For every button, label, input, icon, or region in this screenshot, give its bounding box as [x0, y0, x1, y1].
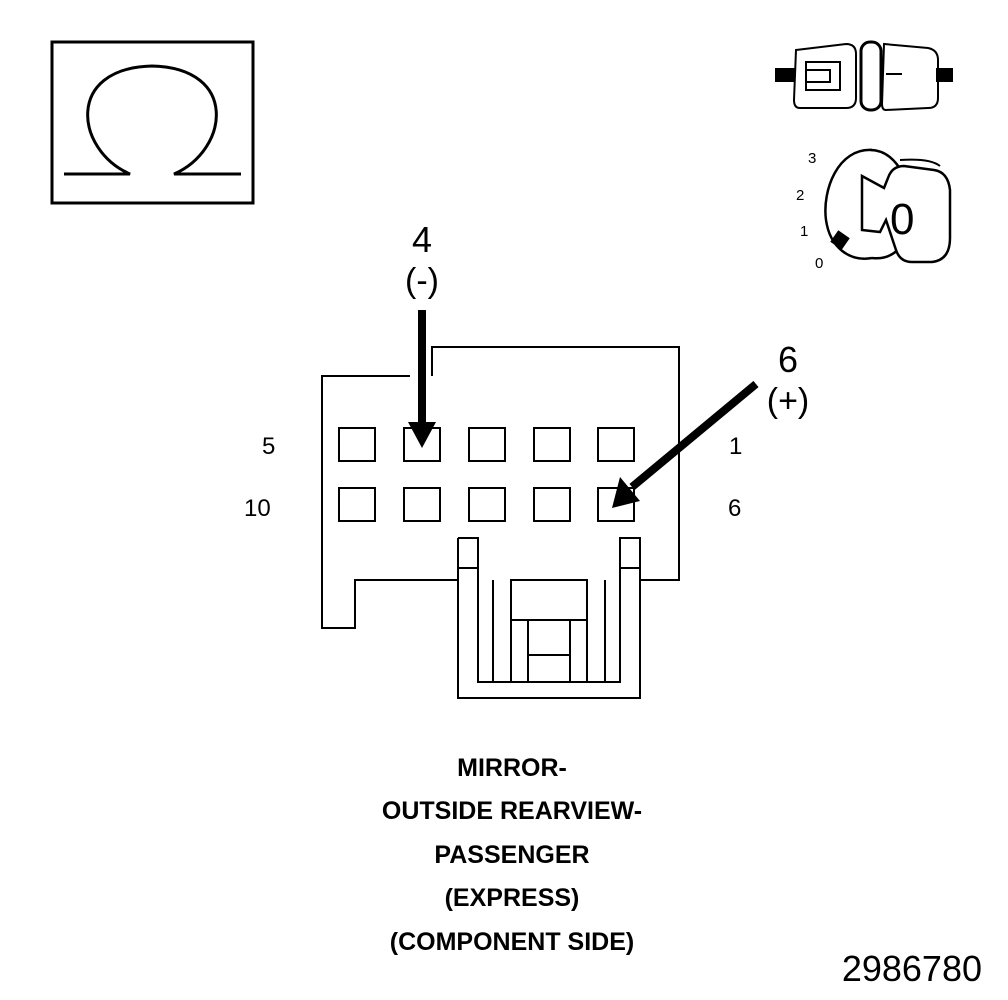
ohm-symbol-icon — [50, 40, 255, 205]
figure-id: 2986780 — [841, 948, 982, 989]
caption-line-4: (EXPRESS) — [444, 884, 580, 912]
positive-probe-arrow-head — [612, 477, 640, 508]
cavity-pin-2 — [533, 427, 571, 462]
cavity-pin-1 — [597, 427, 635, 462]
negative-probe-arrow-head — [408, 422, 436, 448]
key-position-2: 2 — [796, 187, 804, 204]
caption-line-1: MIRROR- — [457, 754, 567, 782]
caption-line-2: OUTSIDE REARVIEW- — [381, 797, 643, 825]
pin-label-top-right: 1 — [729, 433, 742, 460]
key-number: 0 — [890, 195, 914, 244]
connector-housing — [321, 346, 680, 629]
cavity-pin-9 — [403, 487, 441, 522]
pin-label-bottom-right: 6 — [728, 495, 741, 522]
pin-label-top-left: 5 — [262, 433, 275, 460]
positive-probe-arrow-shaft — [629, 380, 759, 491]
key-position-3: 3 — [808, 150, 816, 167]
negative-probe-callout: 4 (-) — [405, 219, 439, 448]
caption-line-5: (COMPONENT SIDE) — [389, 928, 635, 956]
cavity-pin-5 — [338, 427, 376, 462]
key-position-1: 1 — [800, 223, 808, 240]
positive-polarity: (+) — [767, 382, 810, 420]
pin-cavities — [338, 427, 635, 522]
disconnected-connector-icon — [775, 40, 953, 112]
positive-probe-callout: 6 (+) — [612, 339, 809, 508]
ignition-key-off-icon: 3 2 1 0 0 — [796, 148, 952, 272]
locking-tab — [457, 537, 641, 699]
negative-polarity: (-) — [405, 262, 439, 300]
caption-line-3: PASSENGER — [434, 841, 590, 869]
key-position-0: 0 — [815, 255, 823, 272]
cavity-pin-3 — [468, 427, 506, 462]
negative-pin-number: 4 — [412, 219, 432, 260]
cavity-pin-10 — [338, 487, 376, 522]
cavity-pin-8 — [468, 487, 506, 522]
positive-pin-number: 6 — [778, 339, 798, 380]
cavity-pin-7 — [533, 487, 571, 522]
pin-label-bottom-left: 10 — [244, 495, 271, 522]
